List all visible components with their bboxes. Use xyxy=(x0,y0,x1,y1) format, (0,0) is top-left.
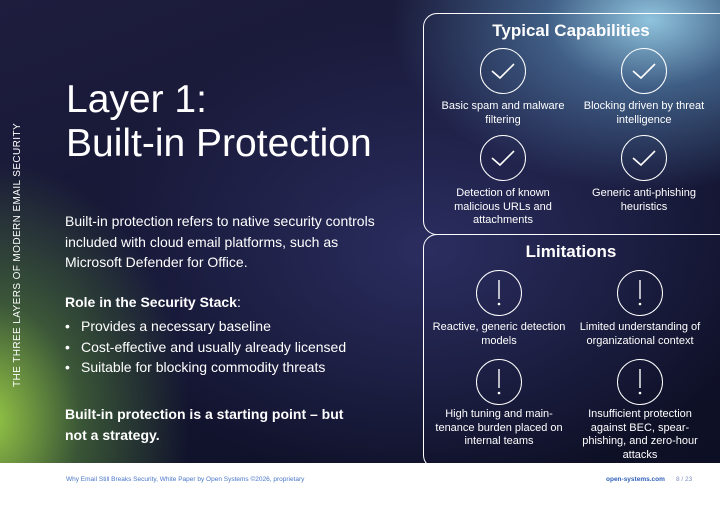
capabilities-title: Typical Capabilities xyxy=(492,21,650,40)
checkmark-icon xyxy=(621,135,667,181)
exclamation-icon xyxy=(476,270,522,316)
side-label: THE THREE LAYERS OF MODERN EMAIL SECURIT… xyxy=(12,122,23,387)
checkmark-icon xyxy=(621,48,667,94)
list-item: • Suitable for blocking commodity threats xyxy=(65,357,346,378)
intro-paragraph: Built-in protection refers to native sec… xyxy=(65,213,375,270)
bullet-icon: • xyxy=(65,338,70,355)
capabilities-panel: Typical Capabilities Basic spam and malw… xyxy=(423,13,720,235)
checkmark-icon xyxy=(480,48,526,94)
bullet-text: Provides a necessary baseline xyxy=(81,318,271,334)
bullet-icon: • xyxy=(65,318,70,334)
page-number: 8 / 23 xyxy=(676,476,693,483)
bullet-icon: • xyxy=(65,359,70,375)
exclamation-icon xyxy=(617,270,663,316)
exclamation-icon xyxy=(476,359,522,405)
role-bullet-list: • Provides a necessary baseline • Cost-eff… xyxy=(65,316,346,378)
footer-website-link[interactable]: open-systems.com xyxy=(606,476,665,483)
exclamation-icon xyxy=(617,359,663,405)
slide-background: THE THREE LAYERS OF MODERN EMAIL SECURIT… xyxy=(0,0,720,463)
limitation-item: Reactive, generic detection models xyxy=(432,321,566,347)
page-title: Layer 1: Built-in Protection xyxy=(66,78,372,166)
limitation-item: High tuning and main-tenance burden plac… xyxy=(435,408,563,447)
capability-item: Basic spam and malware filtering xyxy=(441,100,565,126)
bullet-text: Suitable for blocking commodity threats xyxy=(81,359,326,375)
limitations-panel: Limitations Reactive, generic detection … xyxy=(423,234,720,463)
limitation-item: Insufficient protection against BEC, spe… xyxy=(582,408,698,461)
checkmark-icon xyxy=(480,135,526,181)
role-heading: Role in the Security Stack: xyxy=(65,294,241,310)
list-item: • Provides a necessary baseline xyxy=(65,316,346,337)
bullet-text: Cost-effective and usually already licen… xyxy=(81,338,347,355)
capability-item: Generic anti-phishing heuristics xyxy=(592,187,696,213)
role-heading-colon: : xyxy=(236,294,241,310)
limitation-item: Limited understanding of organizational … xyxy=(579,321,701,347)
list-item: • Cost-effective and usually already lice… xyxy=(65,337,346,358)
capability-item: Detection of known malicious URLs and at… xyxy=(454,187,552,226)
role-heading-text: Role in the Security Stack xyxy=(65,294,237,310)
capability-item: Blocking driven by threat intelligence xyxy=(583,100,705,126)
title-line-2: Built-in Protection xyxy=(66,122,372,165)
footer-credit: Why Email Still Breaks Security, White P… xyxy=(66,476,305,483)
title-line-1: Layer 1: xyxy=(66,78,207,121)
limitations-title: Limitations xyxy=(525,242,617,261)
closing-statement: Built-in protection is a starting point … xyxy=(65,406,344,443)
